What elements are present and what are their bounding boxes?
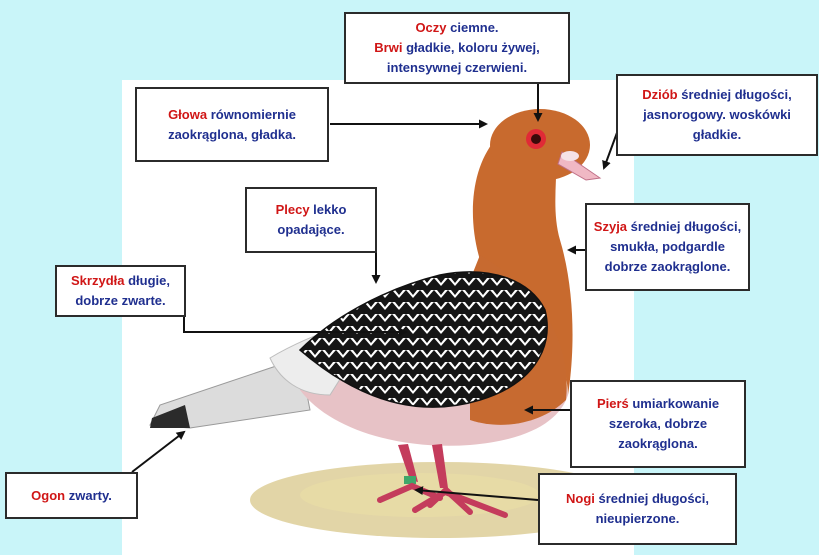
desc-nogi: średniej długości, (595, 491, 709, 506)
desc-dziob: średniej długości, (678, 87, 792, 102)
leg-ring (404, 476, 416, 484)
term-piers: Pierś (597, 396, 629, 411)
label-skrzydla: Skrzydła długie, dobrze zwarte. (55, 265, 186, 317)
label-ogon: Ogon zwarty. (5, 472, 138, 519)
desc-skrzydla: długie, (124, 273, 170, 288)
pointer-ogon (132, 432, 184, 472)
desc-ogon: zwarty. (65, 488, 112, 503)
desc-plecy: lekko (310, 202, 347, 217)
desc-glowa: równomiernie (207, 107, 296, 122)
desc-dziob-line3: gładkie. (618, 125, 816, 145)
desc-dziob-line2: jasnorogowy. woskówki (618, 105, 816, 125)
label-dziob: Dziób średniej długości, jasnorogowy. wo… (616, 74, 818, 156)
term-glowa: Głowa (168, 107, 207, 122)
desc-oczy: ciemne. (447, 20, 499, 35)
desc-nogi-line2: nieupierzone. (540, 509, 735, 529)
term-brwi: Brwi (374, 40, 402, 55)
desc-skrzydla-line2: dobrze zwarte. (57, 291, 184, 311)
desc-brwi: gładkie, koloru żywej, (402, 40, 539, 55)
term-dziob: Dziób (642, 87, 677, 102)
label-piers: Pierś umiarkowanie szeroka, dobrze zaokr… (570, 380, 746, 468)
desc-piers: umiarkowanie (629, 396, 719, 411)
term-szyja: Szyja (594, 219, 627, 234)
label-glowa: Głowa równomiernie zaokrąglona, gładka. (135, 87, 329, 162)
desc-piers-line3: zaokrąglona. (572, 434, 744, 454)
term-oczy: Oczy (415, 20, 446, 35)
label-plecy: Plecy lekko opadające. (245, 187, 377, 253)
desc-szyja: średniej długości, (627, 219, 741, 234)
label-nogi: Nogi średniej długości, nieupierzone. (538, 473, 737, 545)
label-szyja: Szyja średniej długości, smukła, podgard… (585, 203, 750, 291)
term-plecy: Plecy (276, 202, 310, 217)
term-ogon: Ogon (31, 488, 65, 503)
desc-glowa-line2: zaokrąglona, gładka. (137, 125, 327, 145)
term-nogi: Nogi (566, 491, 595, 506)
pigeon-cere (561, 151, 579, 161)
label-oczy-brwi: Oczy ciemne. Brwi gładkie, koloru żywej,… (344, 12, 570, 84)
desc-szyja-line2: smukła, podgardle (587, 237, 748, 257)
desc-brwi-line2: intensywnej czerwieni. (346, 58, 568, 78)
desc-plecy-line2: opadające. (247, 220, 375, 240)
term-skrzydla: Skrzydła (71, 273, 124, 288)
desc-piers-line2: szeroka, dobrze (572, 414, 744, 434)
desc-szyja-line3: dobrze zaokrąglone. (587, 257, 748, 277)
pigeon-eye (531, 134, 541, 144)
